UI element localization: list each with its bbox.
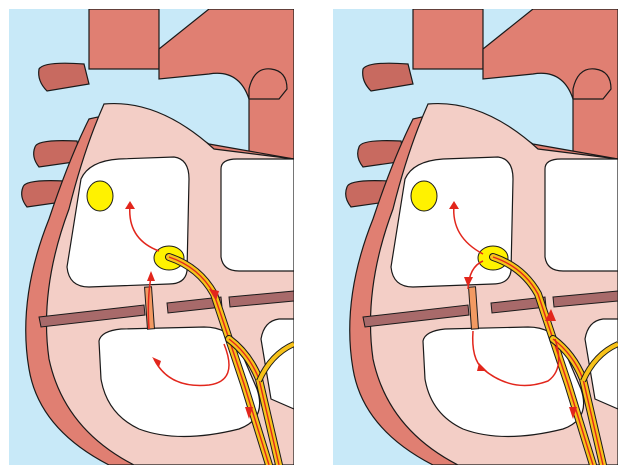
great-vessel-left (89, 9, 159, 69)
left-atrium (221, 159, 294, 271)
diagram-panel-right (333, 9, 618, 465)
heart-conduction-diagram-right (333, 9, 618, 465)
diagram-panel-left (9, 9, 294, 465)
sinoatrial-node (87, 181, 113, 211)
heart-conduction-diagram-left (9, 9, 294, 465)
